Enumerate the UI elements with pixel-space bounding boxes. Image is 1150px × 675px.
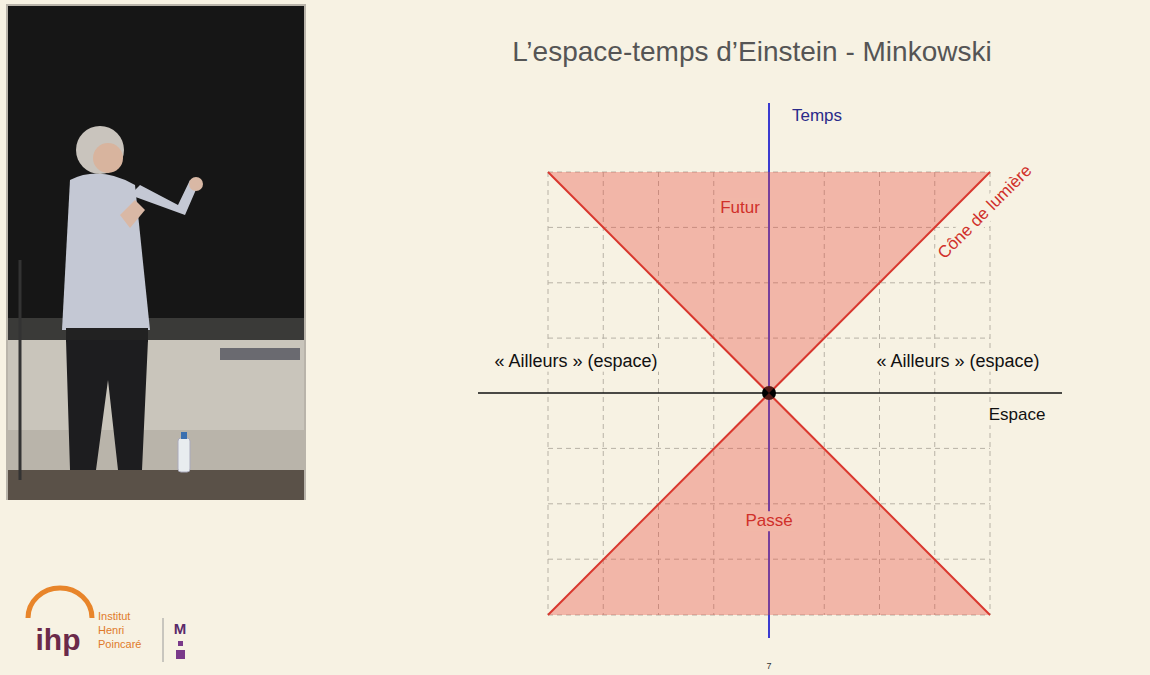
page-number: 7 [766,661,771,671]
past-region: Passé [548,393,990,615]
logo-square [178,641,183,646]
region-label: « Ailleurs » (espace) [873,351,1042,372]
region-label: Futur [717,198,763,218]
region-label: « Ailleurs » (espace) [491,351,660,372]
logo-text: M [174,620,187,637]
region-label: Passé [742,511,795,531]
logo-square [176,650,185,659]
slide-title: L’espace-temps d’Einstein - Minkowski [512,36,991,68]
region-outline [548,393,990,615]
region-fill [548,393,990,615]
logo-arc [28,588,92,618]
axis-label: Temps [792,106,842,126]
logo-text: ihp [36,623,81,658]
lecturer-photo [6,4,306,500]
axis-label: Espace [986,405,1049,425]
logo-text: Institut Henri Poincaré [98,609,152,651]
logo-separator [163,618,164,662]
